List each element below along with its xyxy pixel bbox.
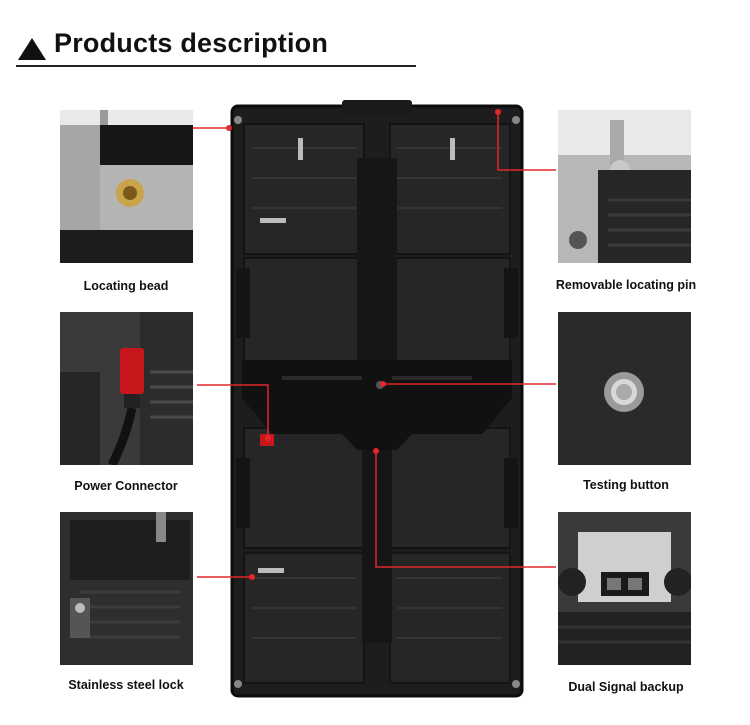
signal-backup-photo	[558, 512, 691, 665]
power-connector-photo	[60, 312, 193, 465]
locating-bead-photo	[60, 110, 193, 263]
signal-backup-caption: Dual Signal backup	[568, 680, 684, 694]
header-underline	[16, 65, 416, 67]
testing-button-caption: Testing button	[583, 478, 669, 492]
triangle-icon	[18, 38, 46, 60]
removable-pin-photo	[558, 110, 691, 263]
removable-pin-caption: Removable locating pin	[555, 278, 697, 292]
power-connector-caption: Power Connector	[74, 479, 178, 493]
page-title: Products description	[54, 28, 329, 58]
locating-bead-caption: Locating bead	[83, 279, 169, 293]
section-header: Products description	[16, 28, 416, 68]
steel-lock-photo	[60, 512, 193, 665]
steel-lock-caption: Stainless steel lock	[68, 678, 184, 692]
led-cabinet	[222, 98, 532, 704]
testing-button-photo	[558, 312, 691, 465]
